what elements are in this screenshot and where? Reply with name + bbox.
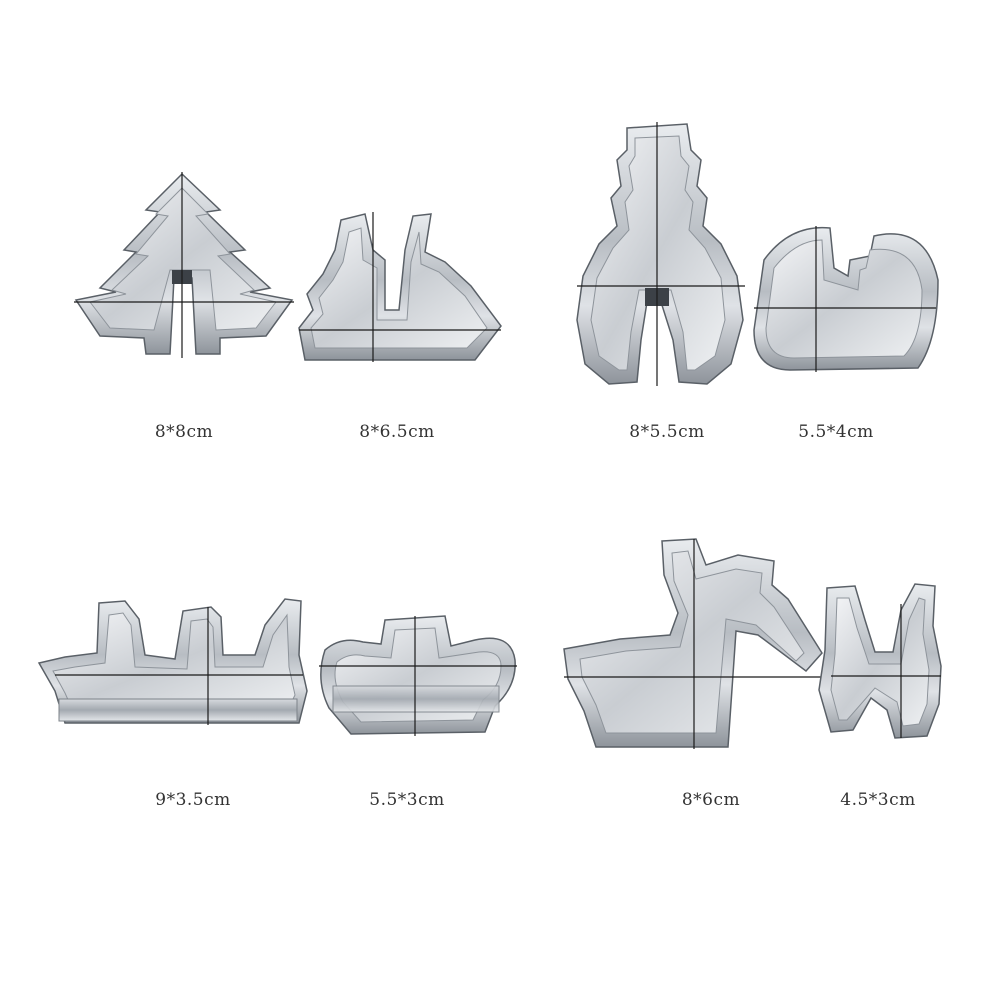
sleigh-small-cutter — [298, 212, 502, 362]
candy-cane-cutter — [753, 226, 939, 372]
christmas-tree-cutter — [74, 172, 294, 358]
sleigh-large-cutter — [37, 598, 308, 725]
size-label-sleigh-large: 9*3.5cm — [155, 790, 231, 810]
santa-hat-cutter — [319, 615, 517, 736]
snowman-cutter — [576, 122, 745, 386]
size-label-reindeer: 8*6cm — [681, 790, 741, 810]
mitten-cutter — [818, 583, 942, 739]
size-label-santa-hat: 5.5*3cm — [369, 790, 445, 810]
size-label-sleigh-small: 8*6.5cm — [359, 422, 435, 442]
size-label-christmas-tree: 8*8cm — [154, 422, 214, 442]
size-label-mitten: 4.5*3cm — [840, 790, 916, 810]
size-label-candy-cane: 5.5*4cm — [798, 422, 874, 442]
reindeer-cutter — [563, 538, 823, 749]
size-label-snowman: 8*5.5cm — [629, 422, 705, 442]
